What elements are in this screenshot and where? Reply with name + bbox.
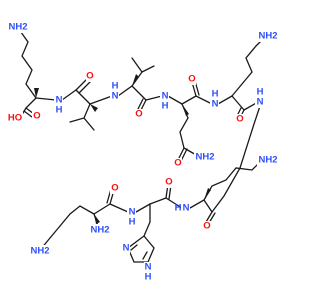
- label-bg: [121, 243, 130, 254]
- label-bg: [54, 95, 63, 106]
- atom-labels: NH2 HO O N H O N H O N H O N H O O NH2 N…: [7, 21, 279, 283]
- imidazole-hydrogen-label: H: [145, 272, 152, 283]
- hydrogen-label: H: [56, 105, 63, 116]
- bond: [39, 205, 95, 251]
- oxygen-label: O: [236, 114, 243, 125]
- label-bg: [194, 151, 216, 163]
- bond: [69, 103, 95, 131]
- bond: [145, 95, 163, 101]
- hydrogen-label: H: [162, 101, 169, 112]
- bond: [89, 95, 113, 105]
- bond: [195, 95, 213, 105]
- amide-nh2-label: NH2: [195, 152, 214, 163]
- bond: [179, 103, 189, 149]
- amine-label: NH2: [8, 22, 27, 33]
- bond: [93, 203, 111, 215]
- oxygen-label: O: [165, 177, 172, 188]
- label-bg: [255, 97, 264, 108]
- bond: [35, 97, 57, 101]
- bond: [149, 197, 167, 205]
- label-bg: [160, 91, 169, 102]
- oxygen-label: O: [33, 111, 40, 122]
- bond: [181, 95, 197, 105]
- stereo-wedge: [182, 104, 189, 116]
- label-bg: [181, 203, 190, 214]
- stereo-wedge: [94, 214, 100, 224]
- label-bg: [127, 207, 136, 218]
- amide-oxygen-label: O: [174, 158, 181, 169]
- label-bg: [173, 158, 182, 169]
- label-bg: [29, 245, 51, 257]
- label-bg: [257, 30, 279, 42]
- bond: [217, 95, 233, 105]
- bond: [231, 95, 245, 111]
- label-bg: [164, 177, 173, 188]
- hydrogen-label: H: [212, 89, 219, 100]
- bond: [131, 85, 147, 101]
- label-bg: [202, 221, 211, 232]
- stereo-wedge: [204, 188, 211, 200]
- bond: [75, 89, 91, 105]
- hydrogen-label: H: [129, 217, 136, 228]
- label-bg: [7, 21, 29, 33]
- oxygen-label: O: [203, 221, 210, 232]
- label-bg: [187, 74, 196, 85]
- bond: [109, 203, 129, 213]
- bond: [117, 85, 133, 97]
- bond: [165, 197, 183, 209]
- stereo-wedge: [34, 88, 39, 98]
- nitrogen-label: N: [257, 97, 264, 108]
- oxygen-label: O: [86, 71, 93, 82]
- bond: [135, 203, 151, 213]
- nitrogen-label: N: [56, 95, 63, 106]
- bond-layer: [17, 27, 267, 263]
- oxygen-label: O: [111, 183, 118, 194]
- nitrogen-label: N: [112, 91, 119, 102]
- imidazole-nitrogen-label: N: [123, 243, 130, 254]
- bond: [203, 159, 263, 201]
- amine-label: NH2: [258, 155, 277, 166]
- label-bg: [110, 183, 119, 194]
- stereo-wedge: [132, 74, 139, 86]
- bond: [25, 97, 37, 109]
- alpha-amine-label: NH2: [90, 225, 109, 236]
- nitrogen-label: N: [129, 207, 136, 218]
- nitrogen-label: N: [162, 91, 169, 102]
- label-bg: [235, 114, 244, 125]
- label-bg: [210, 99, 219, 110]
- peptide-structure-diagram: NH2 HO O N H O N H O N H O N H O O NH2 N…: [7, 21, 279, 283]
- label-bg: [86, 71, 95, 82]
- bond: [203, 199, 213, 213]
- bond: [143, 203, 151, 237]
- hydrogen-label: H: [112, 81, 119, 92]
- bond: [131, 57, 155, 87]
- bond: [61, 89, 77, 101]
- label-bg: [144, 262, 153, 273]
- label-bg: [134, 109, 143, 120]
- hydrogen-label: H: [175, 203, 182, 214]
- wedge-layer: [34, 74, 211, 224]
- imidazole-nitrogen-label: N: [145, 262, 152, 273]
- hydroxyl-label: HO: [8, 113, 22, 124]
- bond: [211, 105, 261, 213]
- bond: [231, 35, 267, 97]
- bond: [130, 244, 148, 260]
- nitrogen-label: N: [183, 203, 190, 214]
- stereo-wedge: [90, 104, 98, 112]
- label-bg: [32, 110, 41, 122]
- label-bg: [110, 91, 119, 102]
- hydrogen-label: H: [257, 87, 264, 98]
- amine-label: NH2: [30, 246, 49, 257]
- bond: [189, 199, 205, 209]
- nitrogen-label: N: [212, 99, 219, 110]
- label-bg: [257, 154, 279, 166]
- bond: [17, 27, 37, 99]
- label-bg: [89, 224, 111, 236]
- oxygen-label: O: [135, 109, 142, 120]
- label-bg: [8, 112, 23, 124]
- bond: [167, 95, 183, 105]
- bond: [127, 235, 155, 263]
- oxygen-label: O: [188, 74, 195, 85]
- amine-label: NH2: [258, 31, 277, 42]
